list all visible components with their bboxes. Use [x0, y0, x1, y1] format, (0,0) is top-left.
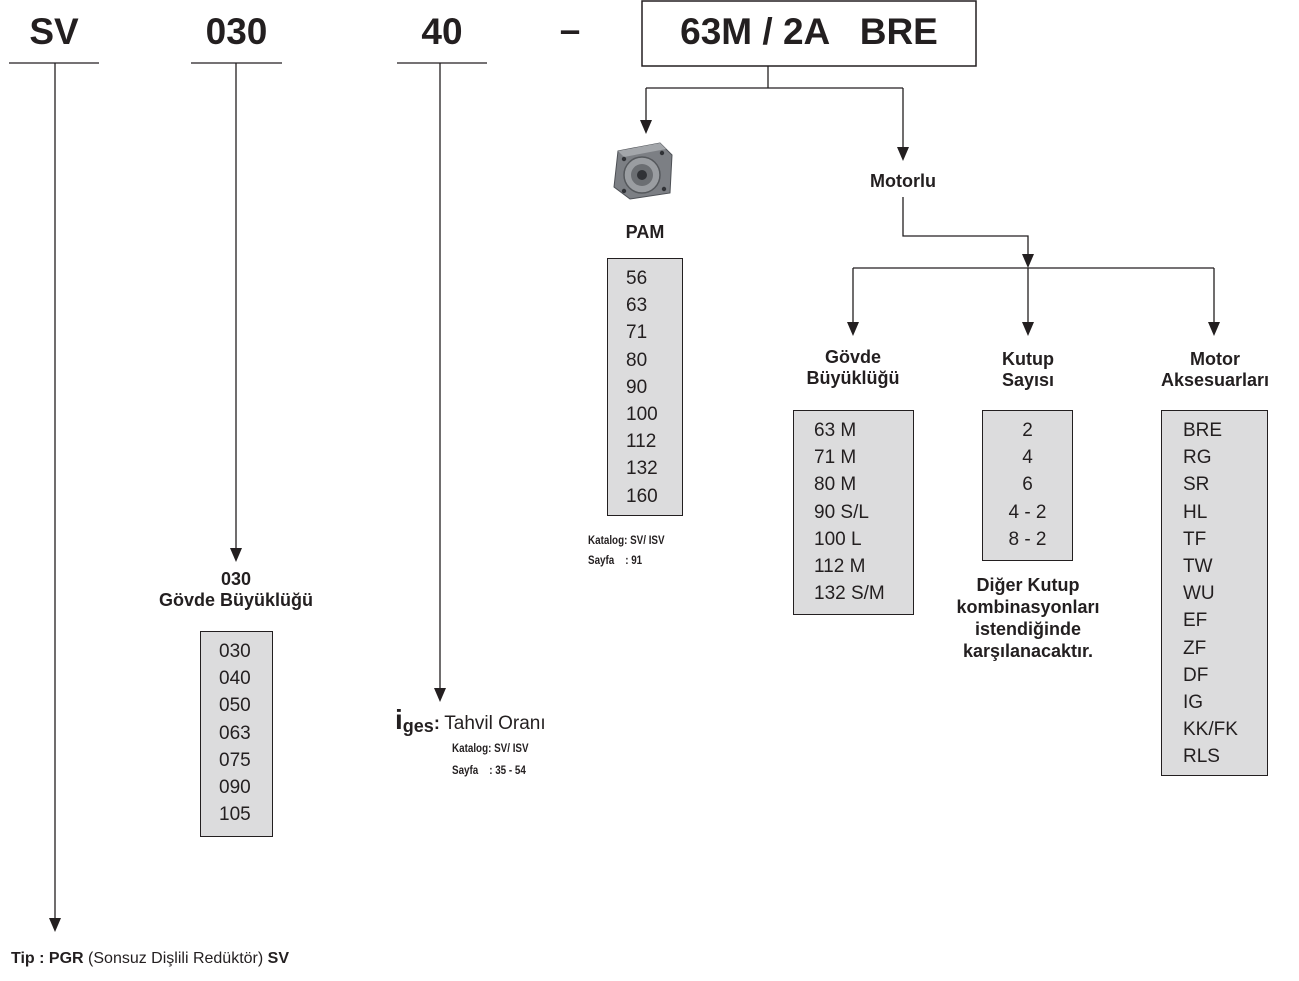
list-item: 160	[626, 485, 658, 507]
motorlu-title: Motorlu	[870, 171, 936, 191]
aksesuar-title-line1: Motor	[1190, 349, 1240, 369]
list-item: 112 M	[814, 556, 866, 578]
list-item: WU	[1183, 583, 1215, 605]
motor-flange-image	[610, 141, 674, 201]
list-item: 112	[626, 431, 657, 453]
kutup-arrow-head	[1022, 322, 1034, 336]
aksesuar-title: Motor Aksesuarları	[1146, 349, 1284, 391]
motor-govde-list: 63 M 71 M 80 M 90 S/L 100 L 112 M 132 S/…	[793, 410, 914, 615]
list-item: 90 S/L	[814, 501, 869, 523]
aksesuar-arrow-head	[1208, 322, 1220, 336]
40-arrow-head	[434, 688, 446, 702]
motor-govde-title-line1: Gövde	[824, 347, 881, 367]
header-motor-code: 63M / 2A BRE	[680, 11, 938, 52]
header-seg-030: 030	[205, 11, 268, 52]
list-item: 80	[626, 349, 648, 371]
aksesuar-title-line2: Aksesuarları	[1160, 370, 1270, 390]
list-item: 063	[219, 722, 251, 744]
ratio-text: Tahvil Oranı	[444, 713, 546, 734]
list-item: DF	[1183, 664, 1209, 686]
pam-page: Sayfa : 91	[588, 553, 643, 567]
list-item: TW	[1183, 556, 1213, 578]
tip-suffix: SV	[267, 950, 289, 967]
ratio-catalog: Katalog: SV/ ISV	[452, 741, 529, 755]
ratio-page: Sayfa : 35 - 54	[452, 763, 526, 777]
list-item: 4	[1022, 447, 1033, 469]
ratio-label: iges: Tahvil Oranı	[395, 704, 546, 736]
list-item: 105	[219, 804, 251, 826]
sv-arrow-head	[49, 918, 61, 932]
list-item: 80 M	[814, 474, 857, 496]
list-item: SR	[1183, 474, 1210, 496]
reducer-govde-list: 030 040 050 063 075 090 105	[200, 631, 273, 837]
header-seg-sv: SV	[29, 11, 79, 52]
list-item: TF	[1183, 528, 1207, 550]
list-item: 100	[626, 404, 658, 426]
list-item: RG	[1183, 447, 1212, 469]
motorlu-arrow-head	[897, 147, 909, 161]
tip-line: Tip : PGR (Sonsuz Dişlili Redüktör) SV	[11, 950, 289, 968]
kutup-title-line1: Kutup	[1002, 349, 1054, 369]
pam-list: 56 63 71 80 90 100 112 132 160	[607, 258, 683, 516]
list-item: BRE	[1183, 420, 1223, 441]
aksesuar-list: BRE RG SR HL TF TW WU EF ZF DF IG KK/FK …	[1161, 410, 1268, 776]
kutup-note: Diğer Kutup kombinasyonları istendiğinde…	[930, 574, 1126, 662]
list-item: 71 M	[814, 447, 857, 469]
list-item: 030	[219, 641, 251, 662]
list-item: 63	[626, 295, 648, 317]
header-dash: –	[559, 9, 581, 50]
list-item: 075	[219, 749, 251, 771]
ratio-colon: :	[433, 713, 440, 733]
pam-catalog: Katalog: SV/ ISV	[588, 533, 665, 547]
list-item: 132 S/M	[814, 583, 885, 605]
motor-code-box	[641, 0, 977, 67]
list-item: 56	[626, 268, 648, 289]
list-item: 132	[626, 458, 658, 480]
pam-arrow-head	[640, 120, 652, 134]
kutup-list: 2 4 6 4 - 2 8 - 2	[982, 410, 1073, 561]
reducer-govde-title-line2: Gövde Büyüklüğü	[158, 590, 313, 610]
tip-code: PGR	[48, 950, 84, 967]
list-item: 71	[626, 322, 648, 344]
kutup-note-line4: karşılanacaktır.	[962, 641, 1094, 661]
pam-title: PAM	[625, 222, 665, 242]
tip-desc: (Sonsuz Dişlili Redüktör)	[83, 950, 268, 967]
list-item: IG	[1183, 692, 1204, 714]
list-item: RLS	[1183, 746, 1220, 768]
list-item: 63 M	[814, 420, 857, 441]
list-item: 4 - 2	[1008, 501, 1047, 523]
list-item: 040	[219, 668, 251, 690]
list-item: 8 - 2	[1008, 528, 1047, 550]
list-item: 2	[1022, 420, 1033, 441]
tip-prefix: Tip :	[11, 950, 49, 967]
ratio-subscript: ges	[402, 716, 434, 736]
list-item: 100 L	[814, 528, 862, 550]
govde-arrow-head	[847, 322, 859, 336]
kutup-title-line2: Sayısı	[1001, 370, 1055, 390]
list-item: KK/FK	[1183, 719, 1238, 741]
ratio-symbol: i	[395, 704, 403, 735]
motor-govde-title-line2: Büyüklüğü	[806, 368, 900, 388]
reducer-govde-title-line1: 030	[220, 569, 252, 589]
motor-govde-title: Gövde Büyüklüğü	[790, 347, 916, 389]
list-item: HL	[1183, 501, 1208, 523]
kutup-title: Kutup Sayısı	[975, 349, 1081, 391]
list-item: 6	[1022, 474, 1033, 496]
list-item: ZF	[1183, 637, 1207, 659]
list-item: EF	[1183, 610, 1208, 632]
list-item: 90	[626, 376, 648, 398]
030-arrow-head	[230, 548, 242, 562]
list-item: 090	[219, 777, 251, 799]
kutup-note-line2: kombinasyonları	[956, 597, 1100, 617]
reducer-govde-title: 030 Gövde Büyüklüğü	[140, 569, 332, 611]
header-seg-40: 40	[421, 11, 463, 52]
kutup-note-line1: Diğer Kutup	[976, 575, 1080, 595]
kutup-note-line3: istendiğinde	[974, 619, 1081, 639]
list-item: 050	[219, 695, 251, 717]
